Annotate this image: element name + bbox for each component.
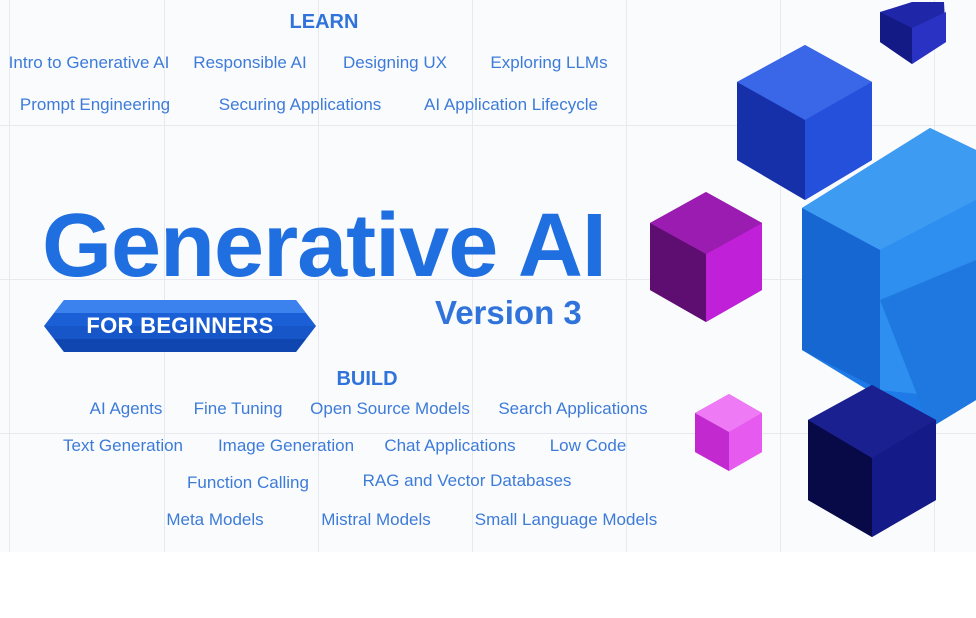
grid-line <box>9 0 10 552</box>
version-label: Version 3 <box>435 294 582 331</box>
build-topic: Small Language Models <box>474 510 658 529</box>
badge-label: FOR BEGINNERS <box>86 313 274 338</box>
hexagon-cubes-illustration <box>650 2 976 537</box>
cube-icon <box>650 192 762 322</box>
cube-icon <box>808 385 936 537</box>
learn-topic: AI Application Lifecycle <box>424 95 598 114</box>
grid-line <box>164 0 165 552</box>
grid-line <box>0 433 976 434</box>
grid-line <box>318 0 319 552</box>
main-title: Generative AI <box>42 196 607 296</box>
build-topic: Fine Tuning <box>193 399 283 418</box>
build-topic: Mistral Models <box>321 510 431 529</box>
grid-line <box>0 125 976 126</box>
banner: LEARN Intro to Generative AI Responsible… <box>0 0 976 552</box>
for-beginners-badge: FOR BEGINNERS <box>44 296 316 356</box>
build-topic: Open Source Models <box>310 399 470 418</box>
learn-topic: Designing UX <box>343 53 447 72</box>
learn-topic: Prompt Engineering <box>19 95 171 114</box>
grid-line <box>472 0 473 552</box>
grid-line <box>780 0 781 552</box>
learn-topic: Exploring LLMs <box>490 53 608 72</box>
learn-topic: Responsible AI <box>193 53 307 72</box>
build-topic: Chat Applications <box>384 436 516 455</box>
learn-heading: LEARN <box>289 11 359 33</box>
grid-line <box>626 0 627 552</box>
build-topic: Text Generation <box>62 436 184 455</box>
build-topic: AI Agents <box>89 399 163 418</box>
cube-icon <box>802 128 976 428</box>
learn-topic: Intro to Generative AI <box>8 53 170 72</box>
build-topic: Low Code <box>549 436 627 455</box>
grid-line <box>0 279 976 280</box>
build-topic: Image Generation <box>217 436 355 455</box>
build-heading: BUILD <box>336 368 398 390</box>
cube-icon <box>737 45 872 200</box>
badge-shape <box>44 300 316 352</box>
build-topic: Search Applications <box>498 399 648 418</box>
build-topic: Meta Models <box>166 510 264 529</box>
build-topic: RAG and Vector Databases <box>362 471 572 490</box>
cube-icon <box>880 2 946 64</box>
cube-icon <box>695 394 762 471</box>
build-topic: Function Calling <box>187 473 309 492</box>
learn-topic: Securing Applications <box>218 95 382 114</box>
